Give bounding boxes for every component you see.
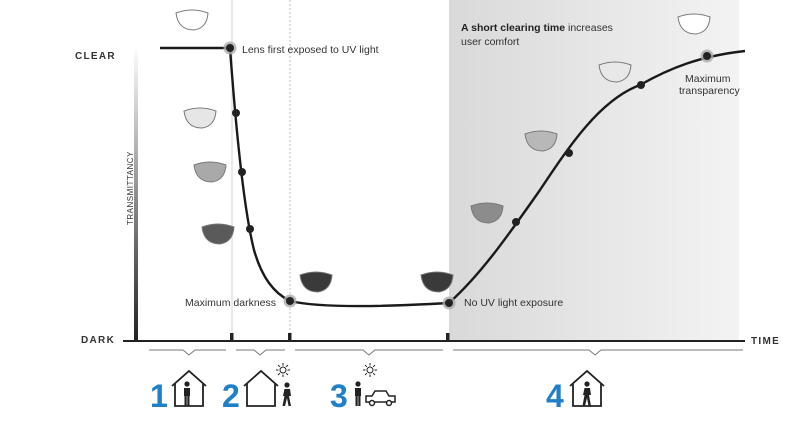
- max-transparency-point-core: [703, 52, 711, 60]
- lens-exposed-label: Lens first exposed to UV light: [242, 44, 379, 56]
- walking-person-icon: [582, 381, 591, 406]
- max-transparency-label-line2: transparency: [679, 85, 740, 97]
- time-axis-tick: [230, 333, 234, 341]
- sun-icon: [276, 363, 290, 377]
- curve-point: [637, 81, 645, 89]
- curve-point: [246, 225, 254, 233]
- person-icon: [184, 381, 190, 406]
- phase-1-number: 1: [150, 378, 168, 414]
- house-icon: [569, 369, 605, 407]
- lens-icon: [183, 107, 217, 129]
- lens-icons: [175, 9, 711, 293]
- phase-3-bracket: [295, 349, 443, 356]
- lens-icon: [598, 61, 632, 83]
- phase-2-icons: [243, 363, 291, 407]
- time-axis-tick: [446, 333, 450, 341]
- sun-icon: [363, 363, 377, 377]
- phase-brackets: [149, 349, 743, 356]
- phase-2-number: 2: [222, 378, 240, 414]
- max-transparency-label-line1: Maximum: [685, 73, 731, 85]
- phase-1-bracket: [149, 349, 226, 356]
- lens-icon: [677, 13, 711, 35]
- no-uv-point-core: [445, 299, 453, 307]
- house-icon: [243, 369, 279, 407]
- phase-1-icons: [171, 369, 207, 407]
- phase-4-bracket: [453, 349, 743, 356]
- clearing-note-rest: increases: [565, 22, 613, 34]
- transmittancy-gradient-bar: [134, 45, 138, 341]
- clearing-region: [449, 0, 739, 340]
- lens-icon: [470, 202, 504, 224]
- phase-4-number: 4: [546, 378, 564, 414]
- lens-icon: [201, 223, 235, 245]
- curve-point: [565, 149, 573, 157]
- clearing-note-line1: A short clearing time increases: [461, 22, 613, 34]
- clearing-note-line2: user comfort: [461, 36, 519, 48]
- clear-label: CLEAR: [75, 51, 116, 62]
- phase-4-icons: [569, 369, 605, 407]
- max-darkness-point-core: [286, 297, 294, 305]
- phase-2-bracket: [236, 349, 285, 356]
- car-icon: [365, 390, 396, 407]
- lens-icon: [193, 161, 227, 183]
- lens-icon: [175, 9, 209, 31]
- transmittancy-label: TRANSMITTANCY: [126, 151, 135, 225]
- phase-3-number: 3: [330, 378, 348, 414]
- max-darkness-label: Maximum darkness: [185, 297, 276, 309]
- person-icon: [355, 381, 361, 406]
- no-uv-label: No UV light exposure: [464, 297, 563, 309]
- curve-point: [238, 168, 246, 176]
- lens-icon: [299, 271, 333, 293]
- phase-3-icons: [355, 363, 396, 407]
- clearing-note-bold: A short clearing time: [461, 22, 565, 34]
- time-axis-tick: [288, 333, 292, 341]
- curve-point: [512, 218, 520, 226]
- walking-person-icon: [282, 382, 291, 406]
- lens-icon: [524, 130, 558, 152]
- time-label: TIME: [751, 336, 780, 347]
- lens-icon: [420, 271, 454, 293]
- dark-label: DARK: [81, 335, 115, 346]
- curve-point: [232, 109, 240, 117]
- max-exposure-point-core: [226, 44, 234, 52]
- curve-points: [223, 41, 714, 310]
